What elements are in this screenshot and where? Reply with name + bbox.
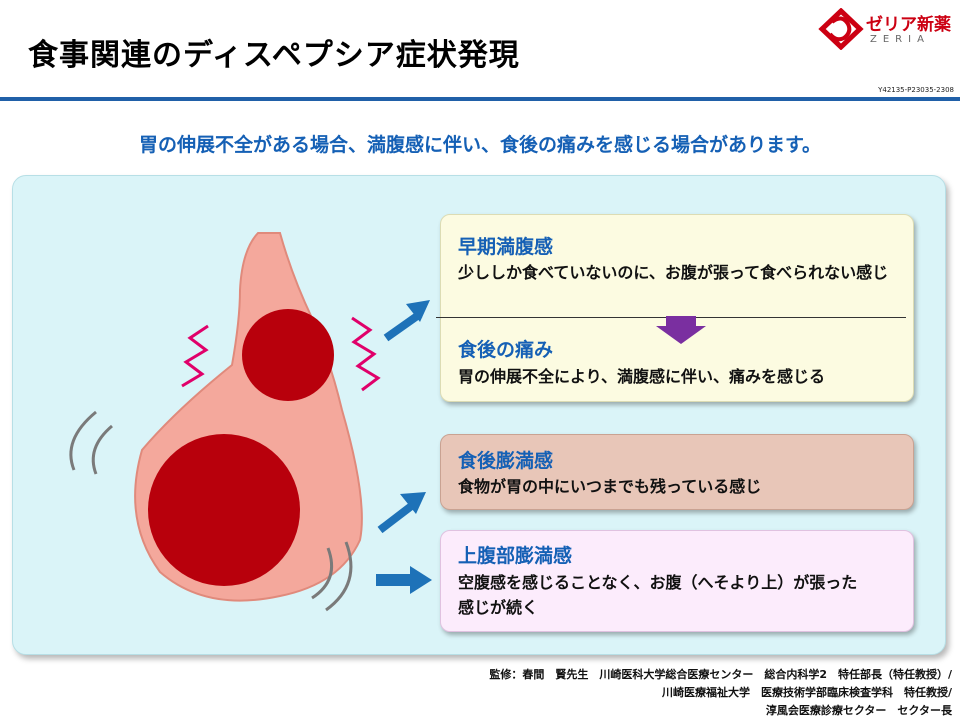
motion-lines-icon: [69, 410, 97, 471]
slide-title: 食事関連のディスペプシア症状発現: [28, 38, 520, 73]
postprandial-fullness-heading: 食後膨満感: [458, 450, 554, 472]
arrow-icon: [377, 492, 426, 534]
credit-line: 監修：春間 賢先生 川崎医科大学総合医療センター 総合内科学2 特任部長（特任教…: [489, 668, 952, 681]
postprandial-fullness-text: 食物が胃の中にいつまでも残っている感じ: [458, 477, 762, 496]
early-satiety-text: 少ししか食べていないのに、お腹が張って食べられない感じ: [458, 263, 889, 282]
motion-lines-icon: [325, 541, 353, 612]
motion-lines-icon: [311, 547, 333, 600]
early-satiety-heading: 早期満腹感: [458, 236, 554, 258]
postprandial-pain-text: 胃の伸展不全により、満腹感に伴い、痛みを感じる: [458, 367, 826, 386]
stomach-upper-area: [242, 309, 334, 401]
pain-mark-icon: [351, 316, 381, 392]
slide-subtitle: 胃の伸展不全がある場合、満腹感に伴い、食後の痛みを感じる場合があります。: [138, 134, 822, 156]
stomach-lower-area: [148, 434, 300, 586]
epigastric-fullness-card: [440, 530, 914, 632]
postprandial-fullness-card: [440, 434, 914, 510]
logo-icon: [818, 8, 864, 50]
epigastric-fullness-heading: 上腹部膨満感: [458, 545, 573, 567]
early-satiety-card: [440, 214, 914, 402]
logo-wordmark-en: ZERIA: [870, 34, 930, 45]
motion-lines-icon: [91, 424, 113, 475]
down-arrow-icon: [656, 316, 706, 344]
logo-wordmark: ゼリア新薬: [866, 15, 951, 35]
arrow-icon: [383, 300, 430, 342]
credit-line: 淳風会医療診療セクター セクター長: [765, 704, 952, 717]
arrow-icon: [376, 566, 432, 594]
postprandial-pain-heading: 食後の痛み: [458, 339, 554, 361]
epigastric-fullness-text: 空腹感を感じることなく、お腹（へそより上）が張った感じが続く: [458, 573, 858, 617]
document-code: Y42135-P23035-2308: [878, 86, 954, 94]
credit-line: 川崎医療福祉大学 医療技術学部臨床検査学科 特任教授/: [661, 686, 952, 699]
pain-mark-icon: [181, 324, 209, 388]
company-logo: ゼリア新薬 ZERIA: [818, 8, 952, 50]
header-rule: [0, 97, 960, 101]
